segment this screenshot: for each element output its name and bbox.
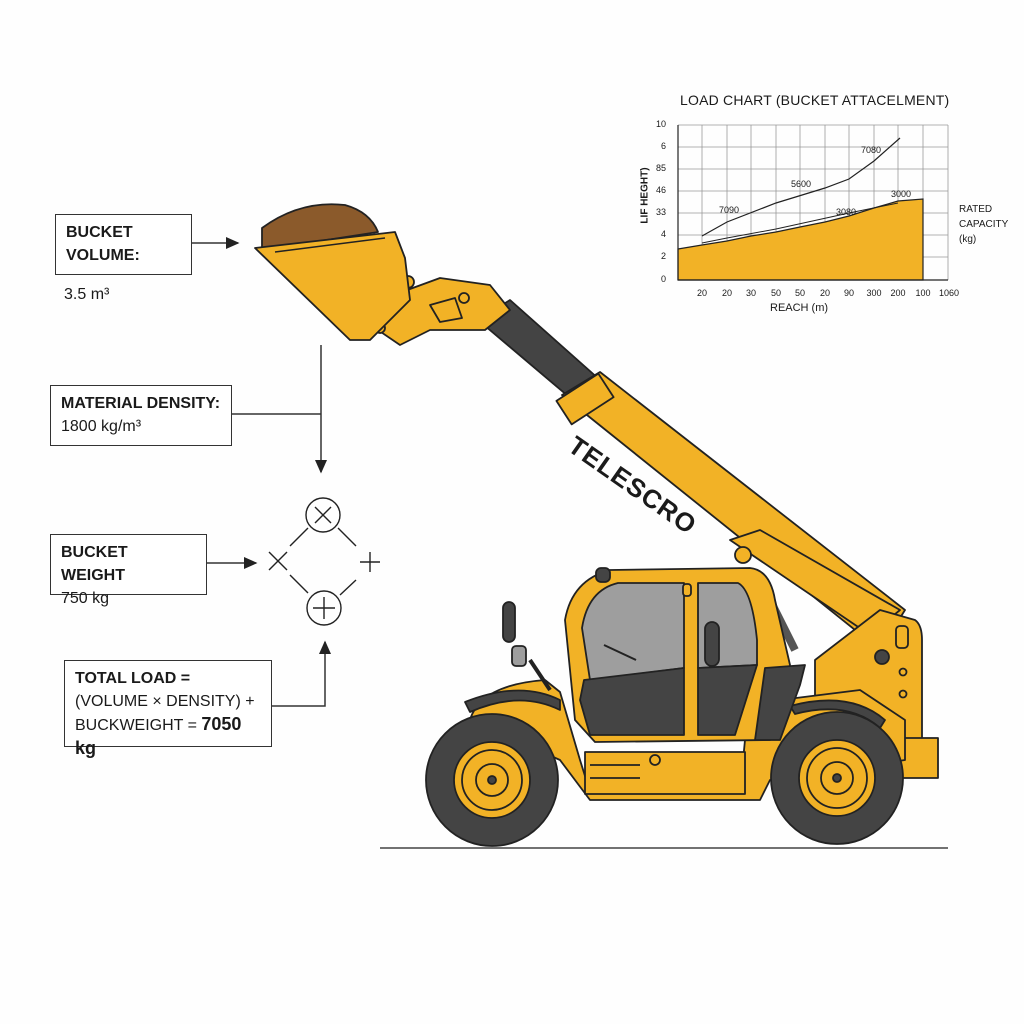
y-tick: 0 [660,274,666,284]
y-tick: 85 [655,163,666,173]
chart-title: LOAD CHART (BUCKET ATTACELMENT) [680,92,950,108]
y-tick: 46 [655,185,666,195]
x-tick: 1060 [938,288,960,298]
chart-x-label: REACH (m) [770,302,829,314]
x-tick: 300 [866,288,882,298]
x-tick: 200 [890,288,906,298]
x-tick: 100 [915,288,931,298]
bucket-volume-box: BUCKET VOLUME: [55,214,192,275]
chart-annotation: 3080 [836,207,857,217]
telehandler-machine [254,203,939,847]
material-density-value: 1800 kg/m³ [61,418,142,435]
x-tick: 20 [721,288,732,298]
y-tick: 4 [660,229,666,239]
bucket-volume-label-1: BUCKET [66,224,133,241]
total-load-line-3: BUCKWEIGHT = 7050 kg [75,713,261,761]
bucket-weight-box: BUCKET WEIGHT 750 kg [50,534,207,607]
connector-lines [192,237,331,707]
material-density-box: MATERIAL DENSITY: 1800 kg/m³ [50,385,232,446]
add-circle-icon [306,590,342,626]
operator-diamond [268,497,380,626]
chart-annotation: 7080 [861,145,882,155]
load-chart [677,124,949,281]
chart-annotation: 5600 [791,179,812,189]
chart-annotation: 3000 [891,189,912,199]
multiply-circle-icon [305,497,341,533]
x-tick: 90 [843,288,854,298]
total-load-formula: BUCKWEIGHT = [75,717,202,734]
y-tick: 10 [655,119,666,129]
bucket-weight-value: 750 kg [61,590,110,607]
rated-capacity-area [677,198,924,281]
y-tick: 33 [655,207,666,217]
chart-annotation: 7090 [719,205,740,215]
x-tick: 50 [794,288,805,298]
material-density-label: MATERIAL DENSITY: [61,395,221,412]
total-load-line-2: (VOLUME × DENSITY) + [75,693,255,710]
total-load-line-1: TOTAL LOAD = [75,670,191,687]
capacity-line-upper [701,137,901,237]
bucket-volume-value: 3.5 m³ [64,286,110,303]
front-wheel [425,713,559,847]
y-tick: 6 [660,141,666,151]
y-tick: 2 [660,251,666,261]
bucket-weight-label: BUCKET WEIGHT [61,544,128,584]
x-tick: 20 [819,288,830,298]
rear-wheel [770,711,904,845]
x-tick: 50 [770,288,781,298]
x-tick: 30 [745,288,756,298]
total-load-value: 7050 kg [75,714,242,758]
bucket-volume-label-2: VOLUME: [66,247,140,264]
x-tick: 20 [696,288,707,298]
chart-legend-label: RATED CAPACITY (kg) [959,204,1009,245]
total-load-box: TOTAL LOAD = (VOLUME × DENSITY) + BUCKWE… [64,660,272,758]
